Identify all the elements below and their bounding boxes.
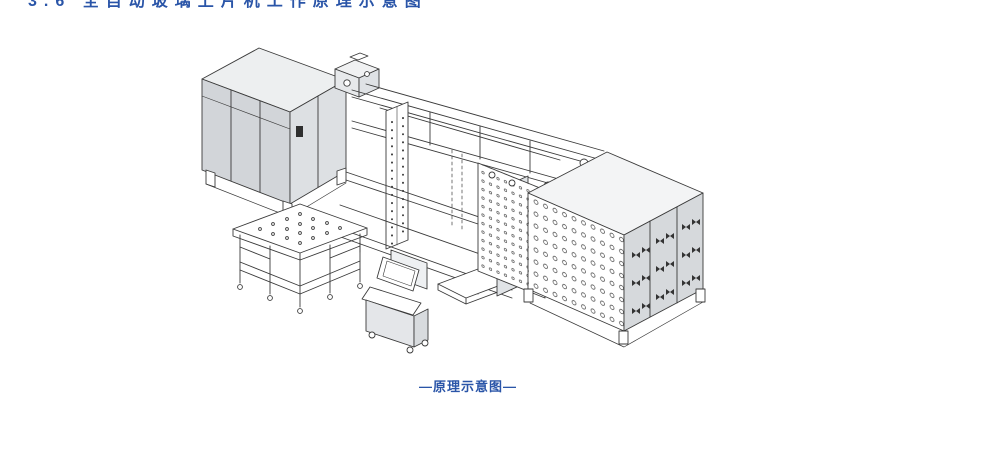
cable-lines [451, 149, 463, 233]
console-screen [376, 256, 420, 292]
figure-caption: —原理示意图— [418, 379, 517, 394]
console-keyboard [361, 286, 422, 316]
section-heading-text: 3.6 全自动玻璃上片机工作原理示意图 [28, 0, 428, 8]
section-heading: 3.6 全自动玻璃上片机工作原理示意图 [28, 0, 428, 8]
table-rollers [258, 212, 342, 245]
cabinet-control-label [296, 126, 303, 137]
lifting-mast [385, 101, 409, 250]
glass-rack-box [523, 151, 706, 348]
roller-transfer-table [232, 203, 368, 314]
operator-console [361, 249, 429, 354]
lifting-lug-icon [488, 171, 496, 179]
motor-shaft-icon [343, 79, 351, 87]
electrical-cabinet [201, 47, 347, 219]
drive-unit [334, 52, 380, 98]
lifting-lug-icon [508, 179, 516, 187]
